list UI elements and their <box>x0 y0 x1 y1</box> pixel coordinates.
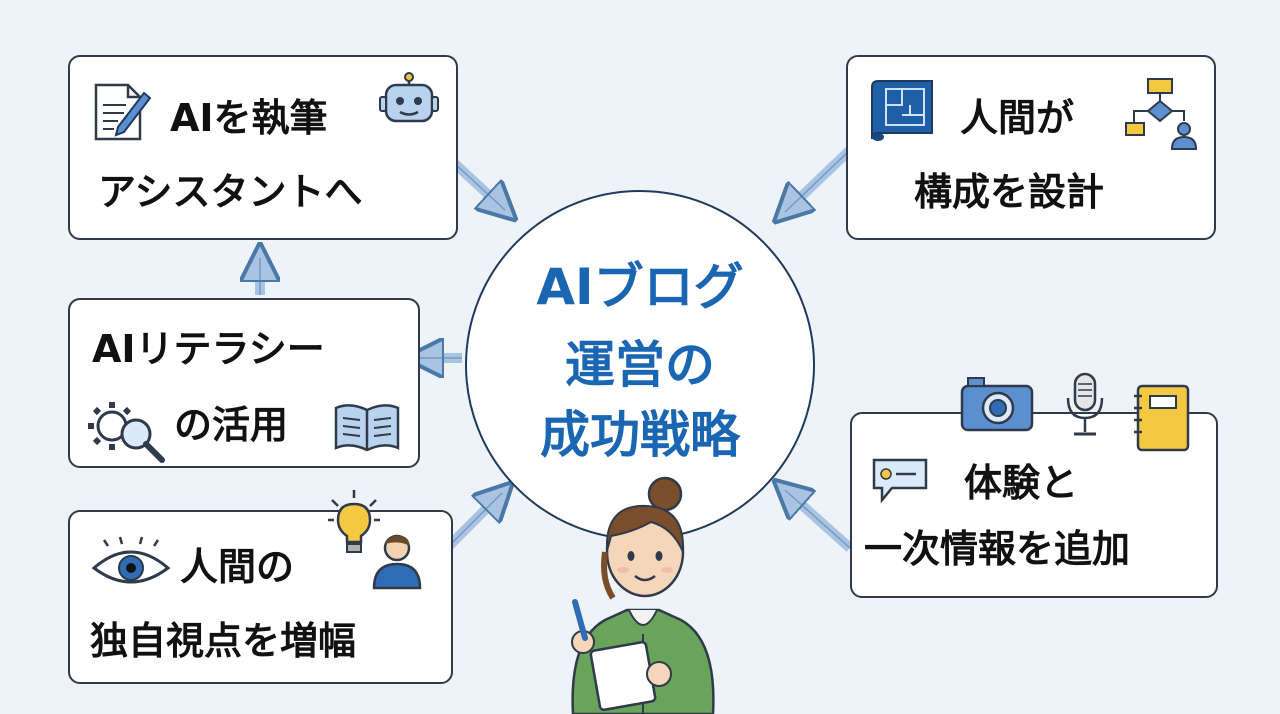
woman-writing-illustration <box>571 476 715 714</box>
open-book-icon <box>334 404 400 452</box>
node-ai-literacy-line2: の活用 <box>174 403 289 447</box>
camera-icon <box>960 377 1034 432</box>
lightbulb-icon <box>328 490 380 553</box>
center-line1: AIブログ <box>536 258 744 316</box>
center-topic: AIブログ 運営の 成功戦略 <box>465 190 815 540</box>
microphone-icon <box>1066 372 1104 436</box>
node-writing-assistant: AIを執筆 アシスタントへ <box>68 55 458 240</box>
gear-magnifier-icon <box>88 402 165 463</box>
node-human-design-line2: 構成を設計 <box>914 170 1105 214</box>
node-human-view-line1: 人間の <box>180 545 295 589</box>
person-icon <box>372 534 422 590</box>
blueprint-icon <box>871 80 933 141</box>
eye-icon <box>91 536 171 584</box>
notebook-icon <box>1134 384 1190 452</box>
flowchart-icon <box>1125 78 1198 150</box>
speech-bubble-icon <box>872 458 928 504</box>
node-experience-line2: 一次情報を追加 <box>864 527 1131 571</box>
center-line2: 運営の <box>565 336 715 394</box>
node-human-view-line2: 独自視点を増幅 <box>90 619 357 663</box>
node-human-design: 人間が 構成を設計 <box>846 55 1216 240</box>
node-ai-literacy: AIリテラシー の活用 <box>68 298 420 468</box>
center-line3: 成功戦略 <box>540 406 740 464</box>
node-human-design-line1: 人間が <box>960 96 1075 140</box>
node-experience-line1: 体験と <box>964 461 1079 505</box>
node-writing-assistant-line2: アシスタントへ <box>98 170 363 214</box>
node-ai-literacy-line1: AIリテラシー <box>92 327 325 371</box>
document-pen-icon <box>94 83 152 141</box>
node-writing-assistant-line1: AIを執筆 <box>170 96 328 140</box>
robot-icon <box>379 72 439 123</box>
